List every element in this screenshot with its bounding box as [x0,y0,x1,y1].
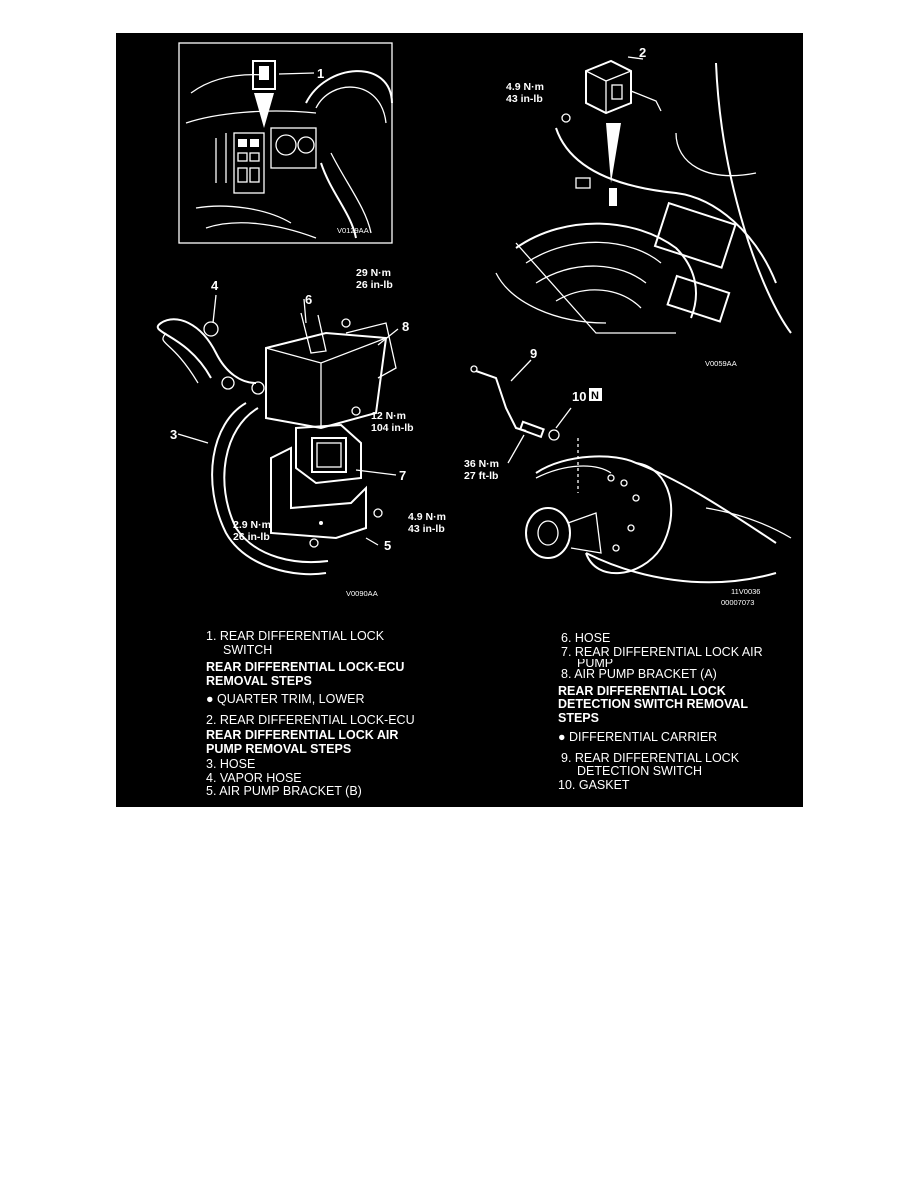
detect-removal-heading-c: STEPS [558,710,599,725]
air-pump-assembly: 4 3 6 8 29 N·m 26 in-lb 7 [156,267,446,598]
callout-9: 9 [530,346,537,361]
detect-removal-heading-b: DETECTION SWITCH REMOVAL [558,697,749,711]
torque-lowleft-nm: 2.9 N·m [233,519,271,531]
callout-5: 5 [384,538,391,553]
callout-4: 4 [211,278,219,293]
inset-dashboard: 1 V0129AA [178,42,393,244]
inset-code: V0129AA [337,226,369,235]
torque-ecu-inlb: 43 in-lb [506,93,543,105]
step-10: 10. GASKET [558,777,630,792]
step-8: 8. AIR PUMP BRACKET (A) [561,667,717,681]
callout-6: 6 [305,292,312,307]
detect-code-2: 00007073 [721,598,754,607]
steps-left-column: 1. REAR DIFFERENTIAL LOCK SWITCH REAR DI… [206,629,456,799]
prestep-differential-carrier: ● DIFFERENTIAL CARRIER [558,730,718,744]
step-3: 3. HOSE [206,757,256,771]
gasket-badge: N [591,390,599,402]
torque-mid-nm: 12 N·m [371,410,406,422]
ecu-location: 2 4.9 N·m 43 in-lb V0059AA [495,45,792,368]
torque-detect-ftlb: 27 ft-lb [464,470,498,482]
callout-10: 10 [572,389,586,404]
detect-code-1: 11V0036 [731,587,760,596]
torque-lowleft-inlb: 26 in-lb [233,531,270,543]
steps-right-column: 6. HOSE 7. REAR DIFFERENTIAL LOCK AIR PU… [558,631,798,792]
diagram-panel: 1 V0129AA 2 4.9 N·m [116,33,803,807]
torque-lowright-inlb: 43 in-lb [408,523,445,535]
pump-removal-heading-a: REAR DIFFERENTIAL LOCK AIR [206,728,399,742]
step-9-line-a: 9. REAR DIFFERENTIAL LOCK [561,750,740,765]
step-1-line-b: SWITCH [223,642,273,657]
callout-1: 1 [317,66,324,81]
ecu-removal-heading-b: REMOVAL STEPS [206,673,312,688]
pump-code: V0090AA [346,589,378,598]
step-4: 4. VAPOR HOSE [206,770,302,785]
ecu-removal-heading-a: REAR DIFFERENTIAL LOCK-ECU [206,660,405,674]
step-6: 6. HOSE [561,631,611,645]
step-1-line-a: 1. REAR DIFFERENTIAL LOCK [206,629,385,643]
torque-mid-inlb: 104 in-lb [371,422,414,434]
callout-8: 8 [402,319,409,334]
torque-lowright-nm: 4.9 N·m [408,511,446,523]
callout-3: 3 [170,427,177,442]
ecu-code: V0059AA [705,359,737,368]
torque-top-nm: 29 N·m [356,267,391,279]
diagram-illustration: 1 V0129AA 2 4.9 N·m [156,42,792,607]
torque-ecu-nm: 4.9 N·m [506,81,544,93]
step-9-line-b: DETECTION SWITCH [577,764,702,778]
step-5: 5. AIR PUMP BRACKET (B) [206,784,362,798]
callout-2: 2 [639,45,646,60]
torque-detect-nm: 36 N·m [464,458,499,470]
detection-switch-assembly: 9 10 N 36 N·m 27 ft-lb 11V0036 [464,346,792,607]
step-7-line-a: 7. REAR DIFFERENTIAL LOCK AIR [561,644,763,659]
callout-7: 7 [399,468,406,483]
step-7-line-b: PUMP [577,659,614,668]
torque-top-inlb: 26 in-lb [356,279,393,291]
pump-removal-heading-b: PUMP REMOVAL STEPS [206,741,352,756]
prestep-quarter-trim: ● QUARTER TRIM, LOWER [206,692,365,706]
detect-removal-heading-a: REAR DIFFERENTIAL LOCK [558,683,726,698]
step-2: 2. REAR DIFFERENTIAL LOCK-ECU [206,712,415,727]
